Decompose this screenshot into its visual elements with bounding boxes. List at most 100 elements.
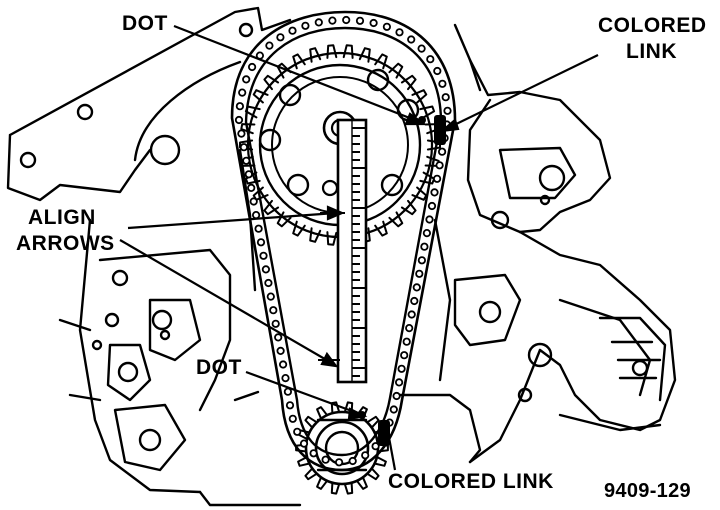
chain-link (299, 439, 309, 448)
sprocket-tooth (297, 456, 311, 467)
chain-link (242, 156, 251, 165)
sprocket-tooth (326, 44, 338, 59)
chain-link (239, 143, 248, 152)
chain-link (247, 183, 256, 192)
chain-link (397, 364, 406, 373)
colored-link-bottom (378, 420, 390, 446)
chain-link (249, 197, 258, 206)
chain-link (437, 147, 447, 156)
chain-link (410, 296, 419, 306)
sprocket-tooth (343, 481, 354, 495)
chain-link (269, 306, 278, 315)
sprocket-tooth (342, 44, 354, 59)
leader-lines (119, 24, 599, 471)
chain-link (441, 93, 450, 102)
label-dot-top: DOT (122, 12, 168, 35)
figure-code: 9409-129 (604, 480, 691, 502)
chain-link (252, 211, 261, 220)
sprocket-tooth (343, 401, 354, 415)
chain-link (427, 201, 437, 211)
label-dot-bottom: DOT (196, 356, 242, 379)
chain-link (264, 278, 273, 288)
chain-link (234, 115, 244, 125)
chain-link (369, 18, 378, 28)
label-colored-link-bottom: COLORED LINK (388, 470, 554, 493)
chain-link (261, 265, 270, 274)
chain-link (394, 378, 404, 387)
chain-link (265, 41, 274, 50)
label-colored-top-line1: COLORED (598, 14, 707, 37)
chain-link (334, 458, 344, 467)
label-align-line1: ALIGN (28, 206, 96, 229)
chain-link (244, 170, 253, 179)
sprocket-tooth (309, 227, 322, 243)
chain-link (415, 269, 424, 278)
chain-link (235, 102, 244, 111)
chain-link (281, 373, 290, 383)
chain-link (254, 224, 263, 233)
label-align-line2: ARROWS (16, 232, 115, 255)
sprocket-tooth (263, 74, 280, 91)
alignment-rule (318, 118, 368, 384)
sprocket-tooth (263, 199, 280, 216)
chain-link (361, 451, 370, 460)
chain-link (301, 21, 310, 30)
chain-link (283, 387, 292, 396)
sprocket-tooth (374, 220, 388, 237)
chain-link (400, 351, 409, 360)
chain-link (348, 456, 357, 466)
chain-link (285, 401, 295, 410)
chain-link (259, 251, 268, 260)
chain-link (420, 242, 429, 251)
chain-link (321, 455, 330, 464)
sprocket-tooth (366, 415, 380, 429)
sprocket-tooth (366, 467, 380, 481)
sprocket-tooth (358, 47, 371, 63)
sprocket-tooth (400, 199, 417, 216)
chain-link (342, 15, 351, 25)
chain-link (371, 442, 380, 451)
chain-link (278, 360, 288, 369)
sprocket-tooth (330, 401, 341, 415)
chain-link (395, 28, 404, 37)
chain-link (417, 44, 426, 53)
chain-link (237, 129, 246, 138)
chain-link (314, 18, 323, 27)
sprocket-tooth (419, 171, 436, 185)
chain-link (407, 310, 416, 319)
sprocket-tooth (316, 476, 329, 490)
chain-link (407, 35, 416, 44)
sprocket-tooth (355, 476, 368, 490)
block-holes (19, 22, 649, 452)
sprocket-tooth (292, 53, 306, 70)
sprocket-tooth (326, 231, 338, 246)
chain-link (438, 79, 447, 88)
chain-link (266, 292, 275, 301)
chain-link (389, 405, 398, 414)
chain-link (382, 22, 391, 31)
chain-link (276, 33, 285, 42)
chain-link (412, 283, 421, 292)
chain-link (276, 346, 285, 355)
sprocket-tooth (388, 211, 404, 228)
chain-link (355, 16, 365, 25)
engine-block (6, 6, 677, 507)
timing-chain (230, 10, 457, 472)
chain-link (433, 66, 442, 76)
chain-link (288, 26, 297, 35)
chain-link (405, 323, 414, 333)
label-colored-top-line2: LINK (626, 40, 677, 63)
chain-link (425, 215, 434, 224)
chain-link (293, 427, 302, 436)
chain-link (417, 256, 426, 265)
sprocket-tooth (411, 89, 428, 104)
chain-link (328, 16, 337, 25)
chain-link (430, 188, 439, 197)
chain-link (238, 88, 247, 97)
chain-link (422, 229, 431, 238)
chain-link (432, 174, 442, 183)
sprocket-tooth (276, 62, 292, 79)
sprocket-tooth (304, 415, 318, 429)
chain-link (402, 337, 411, 346)
